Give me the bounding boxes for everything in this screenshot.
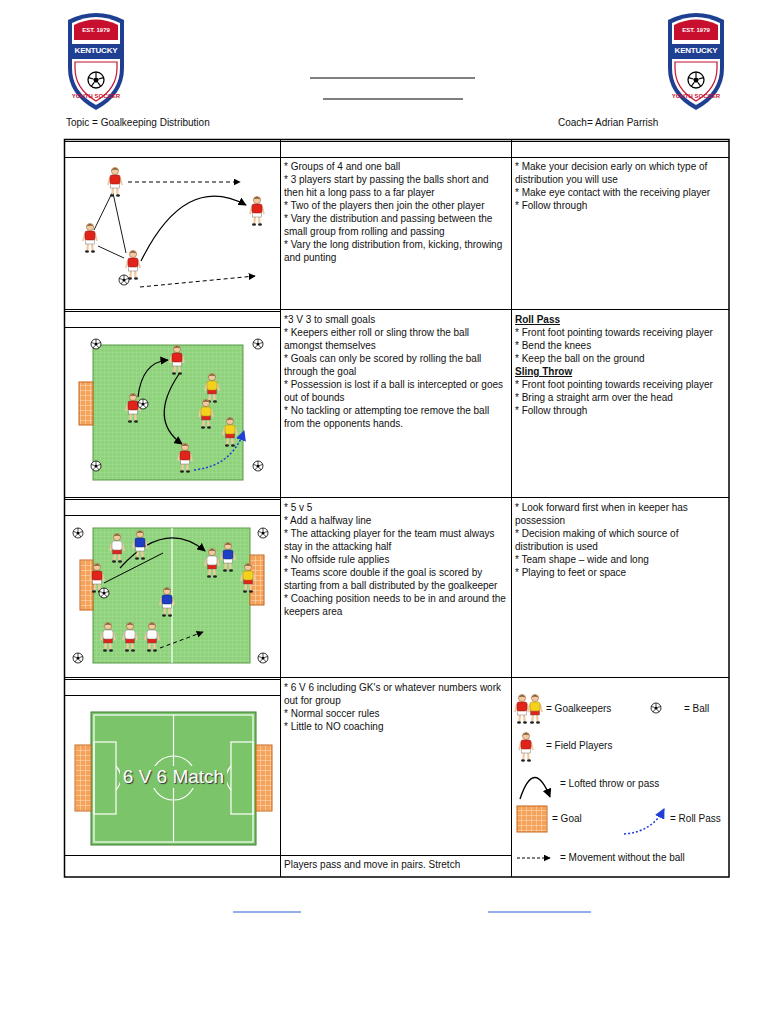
legend-text: = Roll Pass: [670, 813, 721, 824]
cell-text: * Decision making of which source of dis…: [515, 527, 725, 553]
match-field: [75, 712, 272, 845]
cell-heading: Sling Throw: [515, 365, 725, 378]
coach-name: Coach= Adrian Parrish: [558, 117, 728, 128]
footer-links: [233, 912, 591, 913]
cell-text: * 6 V 6 including GK's or whatever numbe…: [284, 681, 506, 707]
cell-text: * Follow through: [515, 404, 725, 417]
legend-text: = Lofted throw or pass: [560, 778, 659, 789]
cell-text: * Teams score double if the goal is scor…: [284, 566, 506, 592]
cell-text: * Coaching position needs to be in and a…: [284, 592, 506, 618]
table-cell: *3 V 3 to small goals* Keepers either ro…: [284, 313, 506, 430]
table-cell: Players pass and move in pairs. Stretch: [284, 858, 506, 871]
topic-heading: Topic = Goalkeeping Distribution: [66, 117, 276, 128]
drill-three: [73, 528, 268, 663]
table-cell: * Groups of 4 and one ball* 3 players st…: [284, 160, 506, 264]
logo-text: KENTUCKY: [66, 46, 126, 55]
cell-text: * Two of the players then join the other…: [284, 199, 506, 212]
logo-text: EST. 1979: [666, 27, 726, 33]
cell-text: * Bend the knees: [515, 339, 725, 352]
cell-text: * The attacking player for the team must…: [284, 527, 506, 553]
cell-text: * Bring a straight arm over the head: [515, 391, 725, 404]
legend-sample: [516, 763, 556, 803]
cell-text: * Goals can only be scored by rolling th…: [284, 352, 506, 378]
cell-text: * Team shape – wide and long: [515, 553, 725, 566]
cell-text: * Front foot pointing towards receiving …: [515, 326, 725, 339]
cell-text: Players pass and move in pairs. Stretch: [284, 858, 506, 871]
cell-text: * Normal soccer rules: [284, 707, 506, 720]
cell-text: *3 V 3 to small goals: [284, 313, 506, 326]
field-title: 6 V 6 Match: [120, 766, 227, 788]
logo-text: EST. 1979: [66, 27, 126, 33]
cell-text: * Front foot pointing towards receiving …: [515, 378, 725, 391]
legend-text: = Goalkeepers: [546, 703, 611, 714]
drill-one: [83, 167, 264, 287]
table-cell: * Look forward first when in keeper has …: [515, 501, 725, 579]
legend-sample: [516, 853, 556, 863]
cell-text: * Add a halfway line: [284, 514, 506, 527]
table-grid: [64, 140, 729, 878]
legend-sample: [649, 701, 663, 715]
cell-text: * No tackling or attempting toe remove t…: [284, 404, 506, 430]
legend-sample: [516, 805, 548, 833]
legend-text: = Goal: [552, 813, 582, 824]
legend-sample: [518, 732, 534, 762]
cell-text: * Groups of 4 and one ball: [284, 160, 506, 173]
cell-heading: Roll Pass: [515, 313, 725, 326]
cell-text: * Follow through: [515, 199, 725, 212]
table-cell: * 5 v 5* Add a halfway line* The attacki…: [284, 501, 506, 618]
table-cell: * Make your decision early on which type…: [515, 160, 725, 212]
drill-two: [79, 339, 263, 480]
legend-text: = Field Players: [546, 740, 612, 751]
cell-text: * Keepers either roll or sling throw the…: [284, 326, 506, 352]
cell-text: * Look forward first when in keeper has …: [515, 501, 725, 527]
table-cell: Roll Pass* Front foot pointing towards r…: [515, 313, 725, 417]
legend-sample: [622, 806, 668, 838]
table-cell: * 6 V 6 including GK's or whatever numbe…: [284, 681, 506, 733]
cell-text: * No offside rule applies: [284, 553, 506, 566]
cell-text: * 5 v 5: [284, 501, 506, 514]
cell-text: * Make your decision early on which type…: [515, 160, 725, 186]
legend-text: = Ball: [684, 703, 709, 714]
logo-text: YOUTH SOCCER: [66, 93, 126, 99]
cell-text: * Make eye contact with the receiving pl…: [515, 186, 725, 199]
logo-text: YOUTH SOCCER: [666, 93, 726, 99]
cell-text: * 3 players start by passing the balls s…: [284, 173, 506, 199]
cell-text: * Vary the long distribution from, kicki…: [284, 238, 506, 264]
cell-text: * Possession is lost if a ball is interc…: [284, 378, 506, 404]
legend-text: = Movement without the ball: [560, 852, 685, 863]
cell-text: * Keep the ball on the ground: [515, 352, 725, 365]
cell-text: * Playing to feet or space: [515, 566, 725, 579]
cell-text: * Little to NO coaching: [284, 720, 506, 733]
title-lines: [310, 78, 475, 99]
cell-text: * Vary the distribution and passing betw…: [284, 212, 506, 238]
legend-sample: [514, 694, 544, 724]
logo-text: KENTUCKY: [666, 46, 726, 55]
